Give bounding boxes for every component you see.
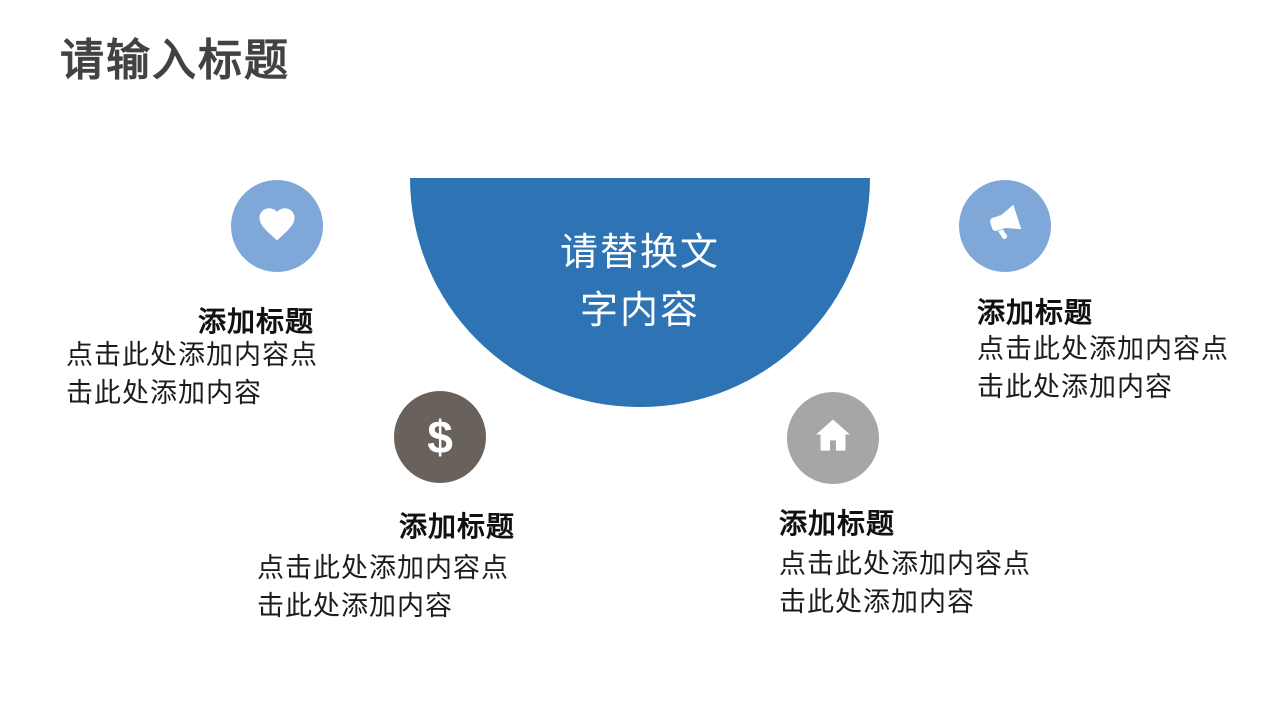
item-heading[interactable]: 添加标题 (399, 511, 516, 542)
item-heading[interactable]: 添加标题 (779, 508, 896, 539)
item-body[interactable]: 点击此处添加内容点 击此处添加内容 (66, 340, 318, 408)
item-heading[interactable]: 添加标题 (977, 297, 1094, 328)
item-heading[interactable]: 添加标题 (198, 306, 315, 337)
heart-icon (256, 203, 298, 250)
item-body[interactable]: 点击此处添加内容点 击此处添加内容 (977, 334, 1229, 402)
dollar-circle: $ (394, 391, 486, 483)
item-body[interactable]: 点击此处添加内容点 击此处添加内容 (779, 549, 1031, 617)
slide-title-placeholder[interactable]: 请输入标题 (60, 36, 290, 85)
item-body[interactable]: 点击此处添加内容点 击此处添加内容 (257, 553, 509, 621)
center-text-placeholder[interactable]: 请替换文 字内容 (559, 232, 720, 332)
home-circle (787, 392, 879, 484)
home-icon (811, 414, 855, 463)
megaphone-icon (977, 196, 1034, 256)
megaphone-circle (959, 180, 1051, 272)
center-semicircle-shape: 请替换文 字内容 (410, 178, 870, 407)
heart-circle (231, 180, 323, 272)
dollar-icon: $ (427, 411, 453, 463)
